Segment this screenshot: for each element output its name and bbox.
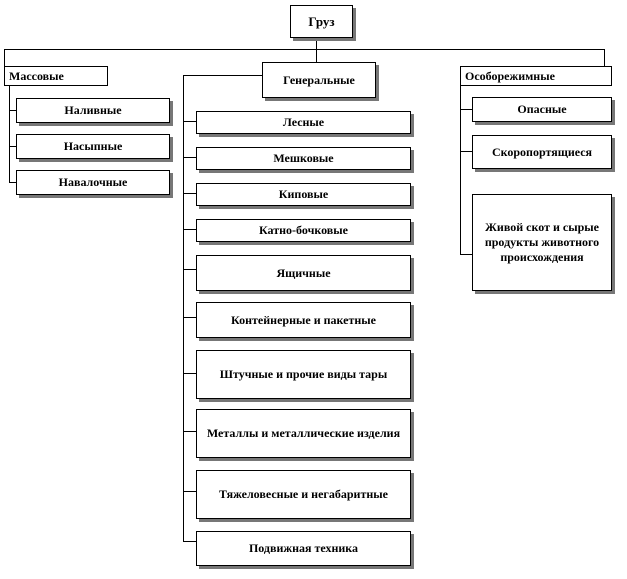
item-liquid: Наливные (16, 98, 170, 123)
item-bulk-heaped: Навалочные (16, 170, 170, 195)
item-label: Живой скот и сырые продукты животного пр… (484, 220, 600, 264)
item-label: Тяжеловесные и негабаритные (219, 487, 388, 501)
item-bagged: Мешковые (196, 147, 411, 170)
item-label: Контейнерные и пакетные (231, 312, 376, 327)
item-label: Наливные (64, 103, 122, 117)
root-label: Груз (308, 14, 335, 29)
item-rolling-stock: Подвижная техника (196, 531, 411, 566)
item-label: Металлы и металлические изделия (206, 426, 401, 440)
item-baled: Киповые (196, 183, 411, 206)
item-label: Лесные (282, 115, 325, 129)
item-label: Навалочные (58, 175, 128, 189)
item-label: Штучные и прочие виды тары (219, 367, 388, 381)
item-boxed: Ящичные (196, 255, 411, 291)
item-rolled-barrels: Катно-бочковые (196, 219, 411, 242)
item-heavy-oversized: Тяжеловесные и негабаритные (196, 470, 411, 519)
item-label: Скоропортящиеся (491, 144, 593, 159)
category-label: Массовые (9, 68, 64, 83)
item-piece-other-packaging: Штучные и прочие виды тары (196, 350, 411, 399)
item-label: Насыпные (63, 139, 123, 153)
category-label: Генеральные (283, 72, 355, 87)
item-label: Киповые (278, 187, 329, 201)
item-label: Ящичные (276, 265, 331, 280)
category-special-regime: Особорежимные (460, 66, 612, 86)
root-node: Груз (290, 5, 353, 38)
item-container-packaged: Контейнерные и пакетные (196, 302, 411, 338)
item-perishable: Скоропортящиеся (472, 135, 612, 169)
item-label: Катно-бочковые (259, 223, 348, 237)
item-metals: Металлы и металлические изделия (196, 409, 411, 458)
item-label: Мешковые (273, 151, 334, 165)
category-general: Генеральные (262, 62, 376, 98)
category-label: Особорежимные (465, 68, 555, 83)
item-dangerous: Опасные (472, 97, 612, 122)
item-timber: Лесные (196, 111, 411, 134)
item-livestock-raw: Живой скот и сырые продукты животного пр… (472, 194, 612, 291)
item-bulk-poured: Насыпные (16, 134, 170, 159)
item-label: Опасные (517, 102, 567, 116)
item-label: Подвижная техника (248, 541, 359, 555)
category-bulk: Массовые (4, 66, 108, 86)
